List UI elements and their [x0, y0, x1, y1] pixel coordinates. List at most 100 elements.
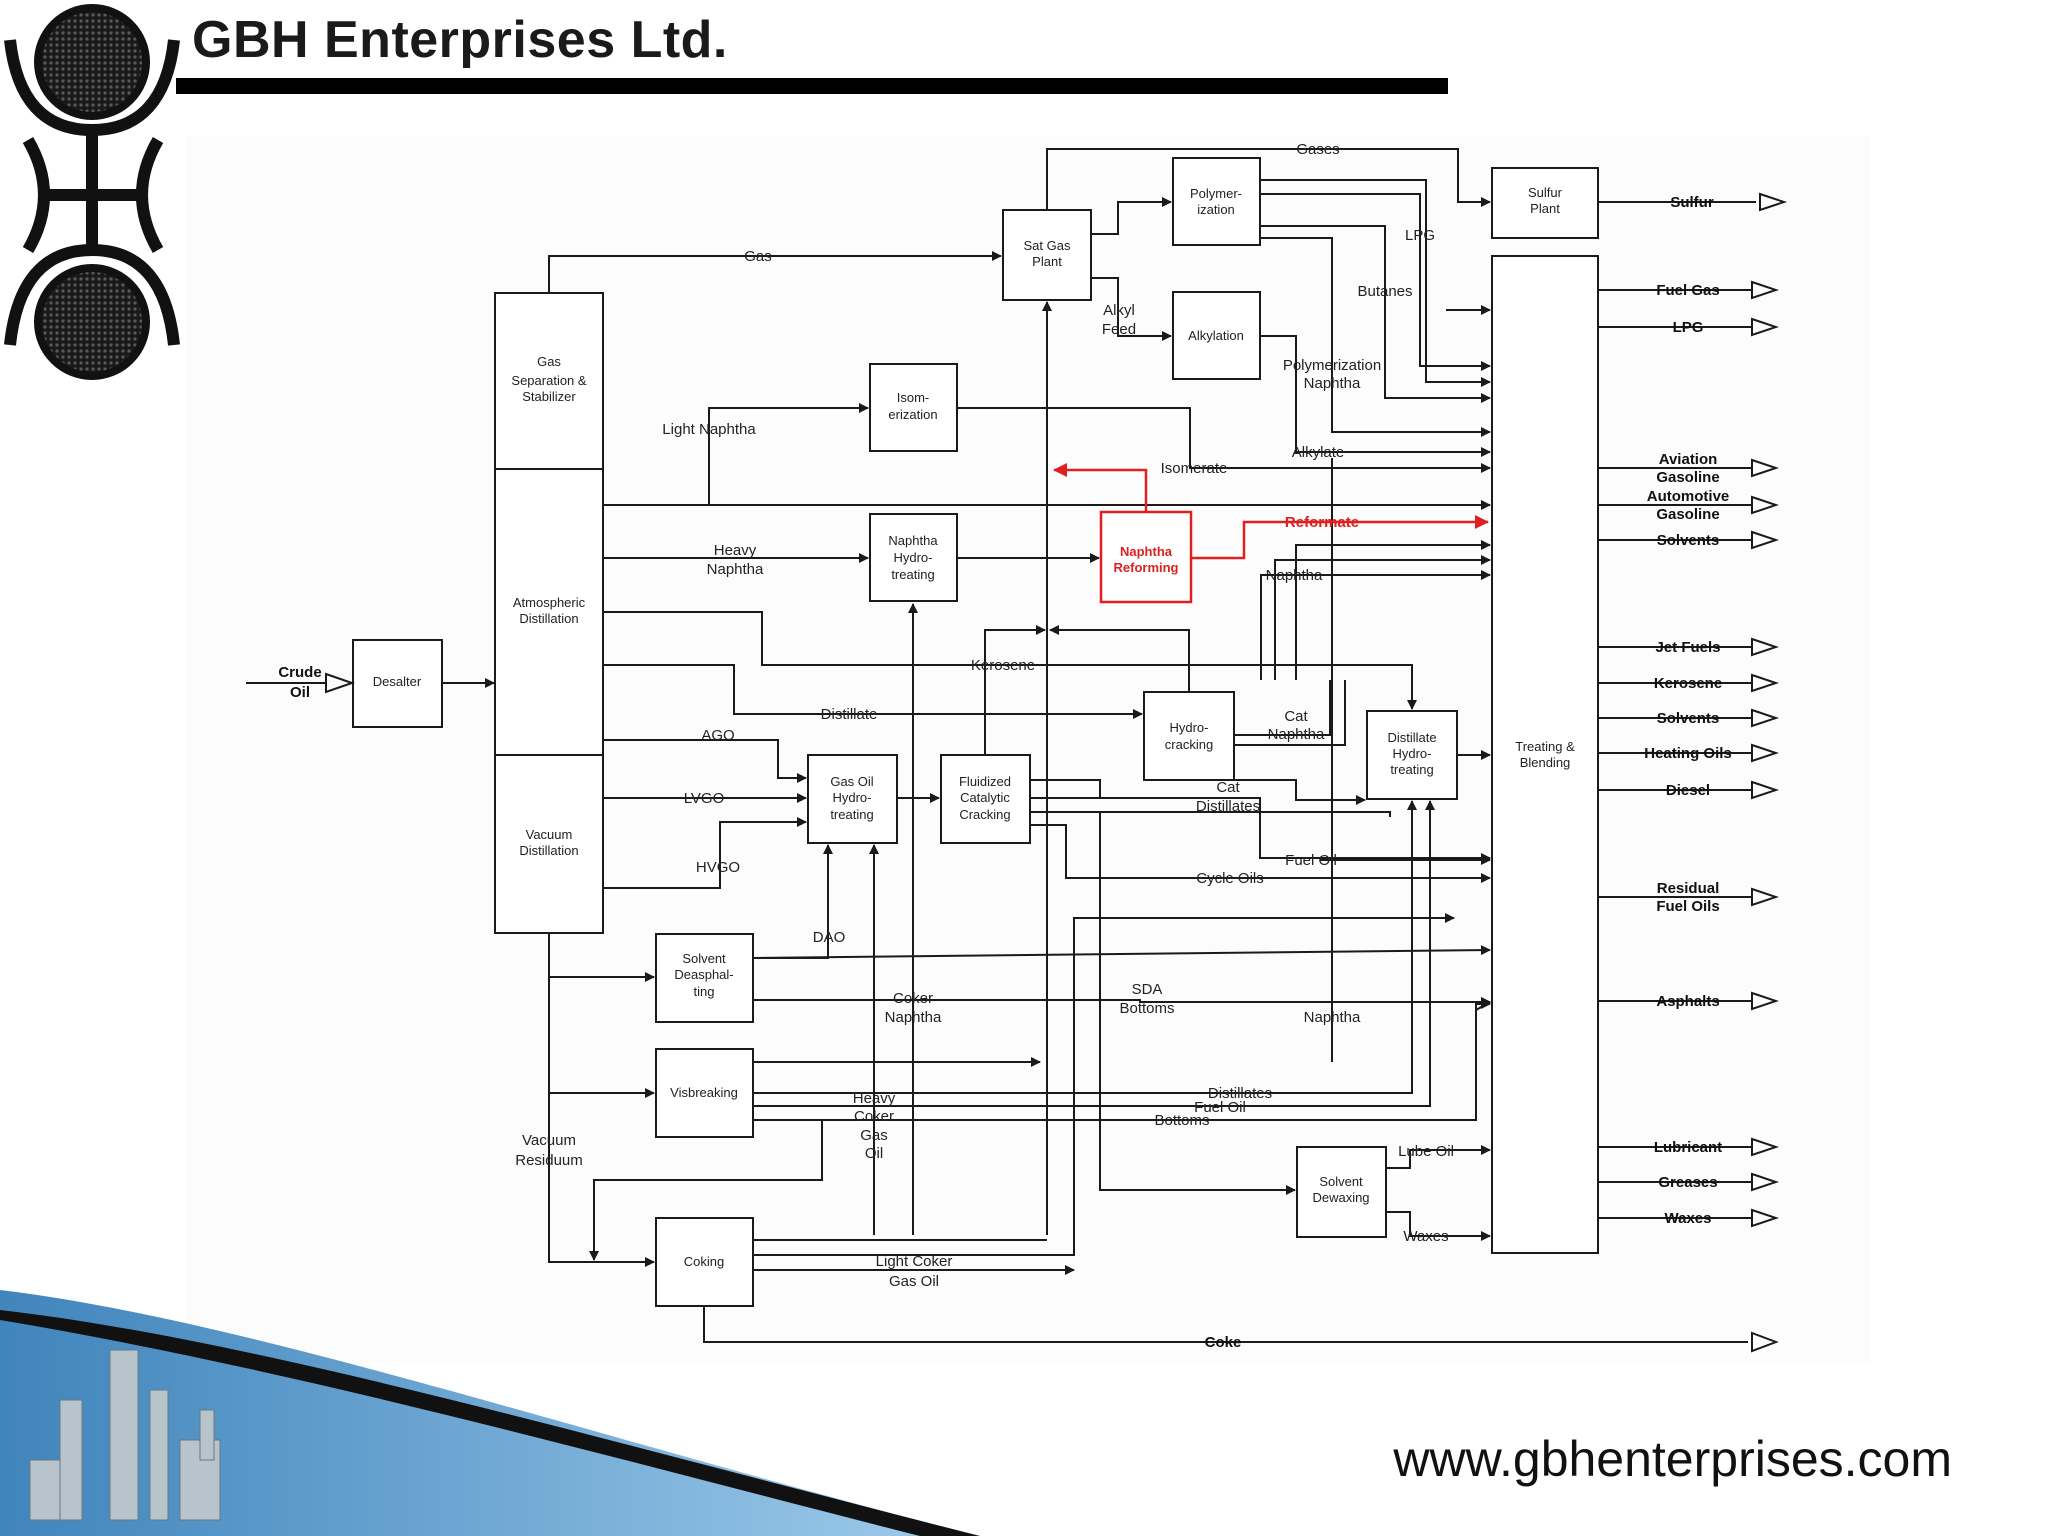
lvgo-label: LVGO	[684, 790, 725, 807]
bottoms-label: Bottoms	[1154, 1112, 1209, 1129]
kerosene-arrow	[1751, 673, 1780, 693]
cat-naphtha-label-1: Cat	[1284, 708, 1308, 725]
sat-to-polymer-line	[1091, 197, 1172, 235]
atm-dist-label-1: Atmospheric	[513, 595, 586, 610]
poly-naphtha-label-1: Polymerization	[1283, 357, 1381, 374]
coke-open-arrow	[1751, 1331, 1779, 1353]
gas-oil-hydro-label-2: Hydro-	[832, 790, 871, 805]
polymer-label-2: ization	[1197, 202, 1235, 217]
naphtha-hydro-label-1: Naphtha	[888, 533, 938, 548]
gases-label: Gases	[1296, 141, 1339, 158]
product-fuel-gas: Fuel Gas	[1656, 282, 1719, 299]
isom-label-2: erization	[888, 407, 937, 422]
distillate-line	[603, 664, 1143, 719]
hcgo-label-1: Heavy	[853, 1090, 896, 1107]
ago-line	[603, 739, 807, 783]
cycle-oils-label: Cycle Oils	[1196, 870, 1264, 887]
product-solvents: Solvents	[1657, 532, 1720, 549]
isomerate-label: Isomerate	[1161, 460, 1228, 477]
hydrocracking-label-2: cracking	[1165, 737, 1213, 752]
product-sulfur: Sulfur	[1670, 194, 1713, 211]
naphtha-ref-label-2: Reforming	[1114, 560, 1179, 575]
light-naphtha-label: Light Naphtha	[662, 421, 756, 438]
vac-res-to-visb-line	[548, 977, 655, 1098]
product-avgas-2: Gasoline	[1656, 469, 1719, 486]
alkylation-label: Alkylation	[1188, 328, 1244, 343]
solvents-arrow	[1751, 530, 1780, 550]
gas-oil-hydro-label-3: treating	[830, 807, 873, 822]
hcgo-label-4: Oil	[865, 1145, 883, 1162]
cat-naphtha-label-2: Naphtha	[1268, 726, 1325, 743]
vacuum-distillation-box	[494, 754, 604, 934]
waxes-stream-label: Waxes	[1403, 1228, 1448, 1245]
poly-out-line-1	[1260, 179, 1491, 387]
gas-line	[548, 251, 1002, 293]
gas-sep-label-2: Separation &	[511, 373, 586, 388]
crude-label-2: Oil	[290, 684, 310, 701]
gas-sep-label-1: Gas	[537, 354, 561, 369]
refinery-footer-art	[0, 1290, 980, 1536]
distillate-hydrotreating-box	[1366, 710, 1458, 800]
cat-distillates-label-2: Distillates	[1196, 798, 1260, 815]
product-jet-fuels: Jet Fuels	[1655, 639, 1720, 656]
product-autogas-1: Automotive	[1647, 488, 1730, 505]
fuel-gas-arrow	[1751, 280, 1780, 300]
solvent-dewax-label-2: Dewaxing	[1312, 1190, 1369, 1205]
product-waxes: Waxes	[1665, 1210, 1712, 1227]
product-solvents2: Solvents	[1657, 710, 1720, 727]
hc-top-line	[1049, 625, 1190, 692]
atm-dist-label-2: Distillation	[519, 611, 578, 626]
cat-naphtha-line	[1234, 680, 1331, 736]
isomerization-box	[869, 363, 958, 452]
heavy-naphtha-label-2: Naphtha	[707, 561, 764, 578]
visb-to-coking-line	[589, 1120, 823, 1261]
coke-label: Coke	[1205, 1334, 1242, 1351]
sda-line-2	[752, 945, 1491, 959]
lpg-line	[1260, 193, 1491, 371]
naphtha-line-1	[1260, 570, 1491, 680]
reformer-up-line	[1053, 463, 1148, 512]
waxes-line	[1386, 1211, 1491, 1241]
crude-label-1: Crude	[278, 664, 321, 681]
heating-oils-arrow	[1751, 743, 1780, 763]
product-asphalts: Asphalts	[1656, 993, 1719, 1010]
alkylate-label: Alkylate	[1292, 444, 1345, 461]
product-greases: Greases	[1658, 1174, 1717, 1191]
coking-out-3	[753, 913, 1455, 1256]
polymer-label-1: Polymer-	[1190, 186, 1242, 201]
solvent-deasph-label-3: ting	[694, 984, 715, 999]
vac-res-label-1: Vacuum	[522, 1132, 576, 1149]
solvent-dewax-label-1: Solvent	[1319, 1174, 1363, 1189]
treat-in-2	[1475, 1001, 1490, 1110]
isom-label-1: Isom-	[897, 390, 930, 405]
fuel-oil-2-line	[753, 800, 1435, 1107]
dist-hydro-label-2: Hydro-	[1392, 746, 1431, 761]
product-heating-oils: Heating Oils	[1644, 745, 1732, 762]
fcc-label-2: Catalytic	[960, 790, 1010, 805]
sat-gas-label-2: Plant	[1032, 254, 1062, 269]
reformate-label: Reformate	[1285, 514, 1359, 531]
naphtha-reforming-box	[1099, 510, 1193, 604]
title-rule	[176, 78, 1448, 94]
hvgo-label: HVGO	[696, 859, 740, 876]
product-kerosene: Kerosene	[1654, 675, 1722, 692]
gas-separation-box	[494, 292, 604, 470]
cat-naphtha-line-2	[1234, 680, 1346, 746]
solvent-deasph-label-2: Deasphal-	[674, 967, 733, 982]
crude-open-arrow	[325, 672, 356, 694]
butanes-line	[1260, 225, 1491, 403]
alkylate-line	[1260, 335, 1491, 457]
solvent-dewaxing-box	[1296, 1146, 1387, 1238]
lcgo-label-1: Light Coker	[876, 1253, 953, 1270]
naphtha-line-3	[1295, 540, 1491, 680]
alkyl-feed-line	[1091, 277, 1172, 341]
lubricant-arrow	[1751, 1137, 1780, 1157]
naphtha-hydro-label-3: treating	[891, 567, 934, 582]
company-logo	[4, 4, 180, 380]
naphtha-hydrotreating-box	[869, 513, 958, 602]
fuel-oil-line	[1030, 811, 1391, 817]
product-lpg: LPG	[1673, 319, 1704, 336]
hydrocracking-label-1: Hydro-	[1169, 720, 1208, 735]
distillates-line	[753, 800, 1417, 1094]
butanes-label: Butanes	[1357, 283, 1412, 300]
